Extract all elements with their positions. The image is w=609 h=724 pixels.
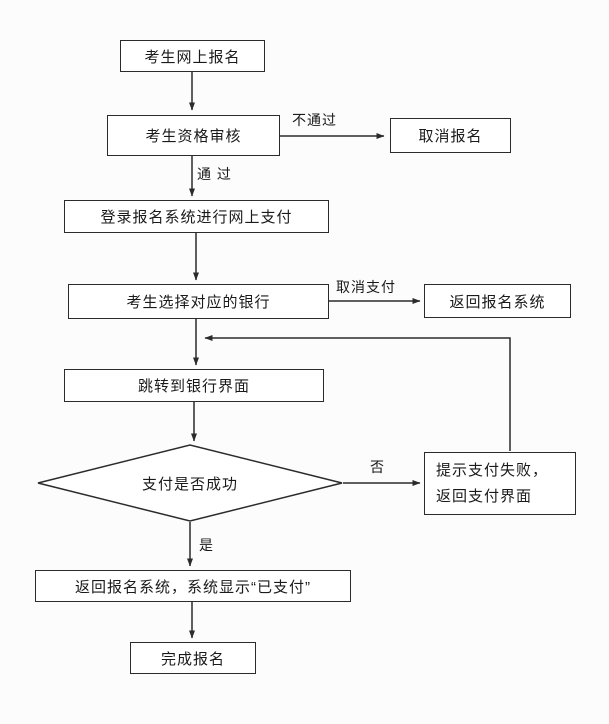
node-paid-confirmation: 返回报名系统，系统显示“已支付”: [35, 570, 351, 602]
node-bank-select: 考生选择对应的银行: [68, 284, 329, 319]
node-login-payment: 登录报名系统进行网上支付: [64, 200, 329, 233]
edge-label-cancel-pay: 取消支付: [336, 279, 396, 295]
node-cancel-registration: 取消报名: [390, 118, 511, 153]
node-payment-failed: 提示支付失败， 返回支付界面: [424, 452, 576, 515]
node-payment-failed-line2: 返回支付界面: [436, 487, 533, 505]
node-done: 完成报名: [130, 642, 256, 674]
node-payment-failed-line1: 提示支付失败，: [436, 462, 549, 479]
edge-label-yes: 是: [199, 537, 214, 553]
node-return-system: 返回报名系统: [424, 284, 571, 318]
edge-label-no: 否: [370, 459, 385, 475]
edge-label-not-pass: 不通过: [292, 112, 337, 128]
arrow-fail-feedback-loop: [204, 335, 511, 451]
node-decision-label: 支付是否成功: [141, 475, 238, 493]
node-register: 考生网上报名: [120, 40, 265, 72]
node-bank-page: 跳转到银行界面: [64, 369, 324, 402]
node-review: 考生资格审核: [107, 115, 280, 156]
decision-diamond-shape: [37, 444, 343, 522]
edge-label-pass: 通 过: [197, 166, 232, 182]
